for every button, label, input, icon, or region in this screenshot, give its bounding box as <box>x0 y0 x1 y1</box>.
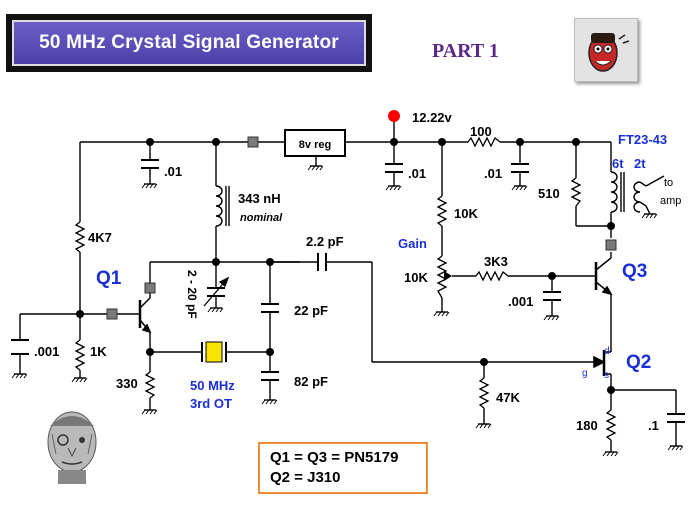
supply-terminal <box>388 110 400 122</box>
c-top2-label: .01 <box>408 166 426 181</box>
supply-voltage-label: 12.22v <box>412 110 453 125</box>
r-3k3-label: 3K3 <box>484 254 508 269</box>
c-001-left-label: .001 <box>34 344 59 359</box>
junction-dots <box>76 138 615 394</box>
r-10k-top-label: 10K <box>454 206 478 221</box>
c-top3-label: .01 <box>484 166 502 181</box>
transistor-q1 <box>138 297 152 334</box>
pot-10k-label: 10K <box>404 270 428 285</box>
page-title: 50 MHz Crystal Signal Generator <box>12 20 366 66</box>
pin-s-label: s <box>604 370 609 381</box>
to-amp-label-2: amp <box>660 195 681 207</box>
c-2p2-label: 2.2 pF <box>306 234 344 249</box>
c-top1-label: .01 <box>164 164 182 179</box>
c-22p-label: 22 pF <box>294 303 328 318</box>
q1-label: Q1 <box>96 268 122 289</box>
r-47k-label: 47K <box>496 390 520 405</box>
c-001-mid-label: .001 <box>508 294 533 309</box>
c-1-label: .1 <box>648 418 659 433</box>
inductors <box>215 171 647 227</box>
transformer-label: FT23-43 <box>618 132 667 147</box>
c-82p-label: 82 pF <box>294 374 328 389</box>
pin-g-label: g <box>582 368 588 379</box>
turns-2t-label: 2t <box>634 156 646 171</box>
trimmer-arrow <box>203 276 230 307</box>
turns-6t-label: 6t <box>612 156 624 171</box>
q2-label: Q2 <box>626 352 651 373</box>
capacitors <box>11 159 685 423</box>
inductor-label: 343 nH <box>238 191 281 206</box>
crystal-mode-label: 3rd OT <box>190 396 232 411</box>
part-label: PART 1 <box>432 40 499 62</box>
pin-d-label: d <box>604 346 610 357</box>
title-banner: 50 MHz Crystal Signal Generator <box>6 14 372 72</box>
component-labels: 12.22v 8v reg .01 .01 .01 100 FT23-43 6t… <box>34 110 681 433</box>
ferrite-beads <box>106 136 617 320</box>
r-180-label: 180 <box>576 418 598 433</box>
q3-label: Q3 <box>622 261 647 282</box>
r-100-label: 100 <box>470 124 492 139</box>
resistors <box>74 136 617 441</box>
r-1k-label: 1K <box>90 344 107 359</box>
r-330-label: 330 <box>116 376 138 391</box>
trimmer-label: 2 - 20 pF <box>185 270 199 319</box>
gain-label: Gain <box>398 236 427 251</box>
crystal <box>201 341 227 363</box>
transistor-q2-jfet <box>593 350 612 376</box>
r-4k7-label: 4K7 <box>88 230 112 245</box>
transistor-notes: Q1 = Q3 = PN5179 Q2 = J310 <box>258 442 428 494</box>
to-amp-label-1: to <box>664 177 673 189</box>
crystal-freq-label: 50 MHz <box>190 378 235 393</box>
voltage-regulator <box>284 129 346 157</box>
inductor-nominal-label: nominal <box>240 212 283 224</box>
reg-label: 8v reg <box>299 139 331 151</box>
note-q1-q3: Q1 = Q3 = PN5179 <box>270 449 399 466</box>
pot-wiper-arrow <box>444 271 452 281</box>
transistor-q3 <box>594 257 613 296</box>
r-510-label: 510 <box>538 186 560 201</box>
etched-portrait-face-icon <box>36 404 108 486</box>
cartoon-mascot-logo-icon <box>574 18 638 82</box>
note-q2: Q2 = J310 <box>270 469 341 486</box>
